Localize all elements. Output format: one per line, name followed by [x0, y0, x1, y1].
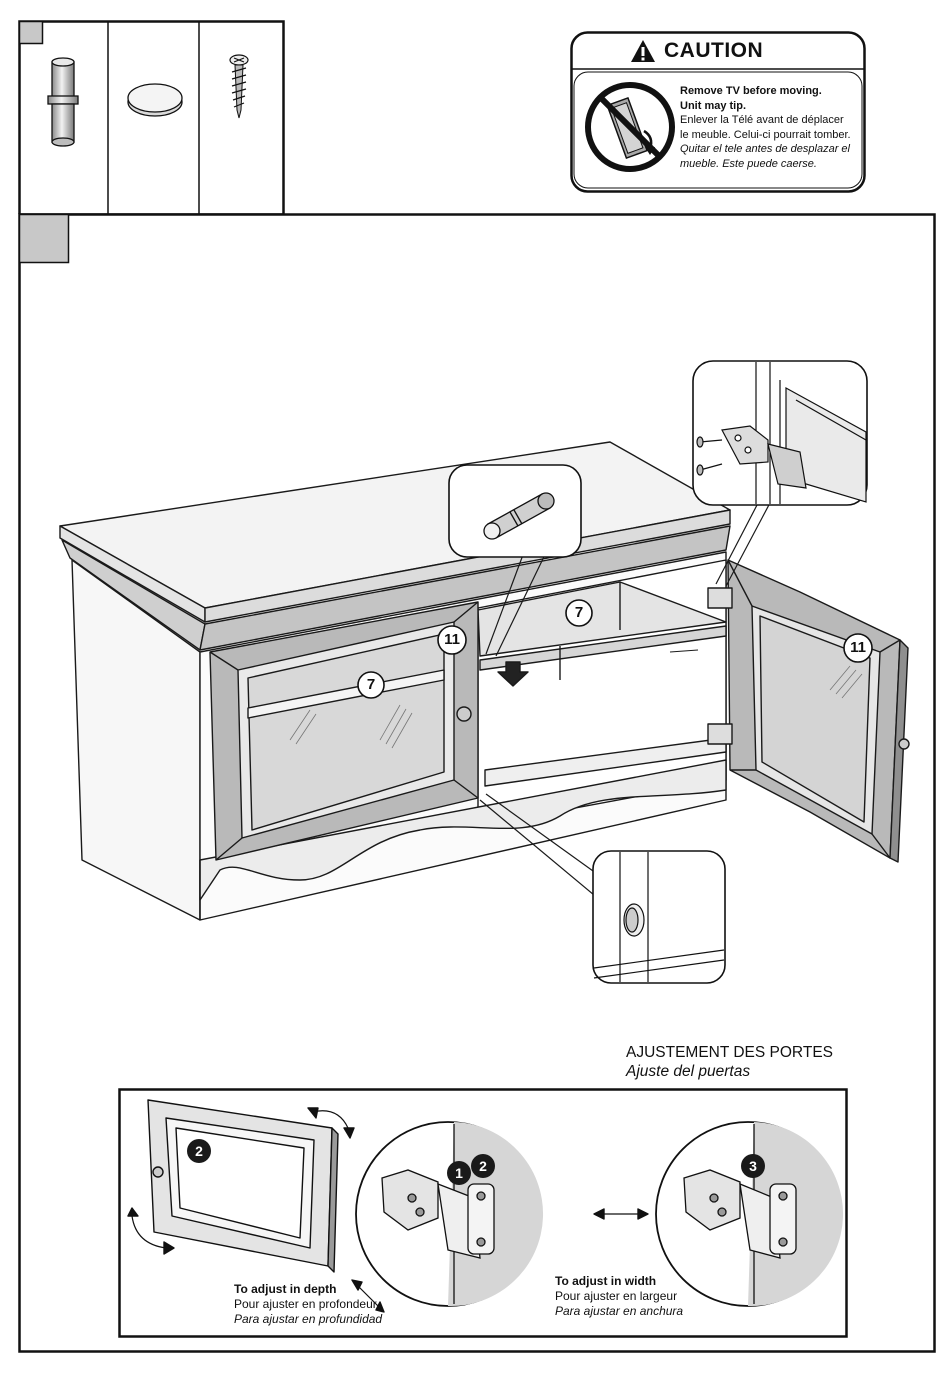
adjust-width-es: Para ajustar en anchura	[555, 1304, 684, 1318]
assembly-step-panel	[18, 213, 936, 1353]
door-adjust-panel	[118, 1088, 848, 1338]
screw-icon	[224, 52, 254, 122]
no-tv-tipping-icon	[582, 79, 678, 175]
zoom-detail-dowel	[448, 464, 582, 558]
caution-title: CAUTION	[664, 39, 764, 62]
adjust-width-en: To adjust in width	[555, 1274, 657, 1288]
callout-door-left: 11	[436, 624, 468, 656]
adjust-heading-fr: AJUSTEMENT DES PORTES	[626, 1044, 833, 1061]
step-number-box	[18, 20, 44, 45]
adjust-depth-fr: Pour ajuster en profondeur	[234, 1297, 377, 1311]
caution-fr-line2: le meuble. Celui-ci pourrait tomber.	[680, 128, 851, 141]
felt-pad-icon	[124, 80, 186, 120]
caution-en-line2: Unit may tip.	[680, 99, 747, 112]
caution-es-line1: Quitar el tele antes de desplazar el	[680, 143, 850, 155]
callout-hinge-screw-1: 1	[446, 1160, 472, 1186]
callout-hinge-screw-2: 2	[470, 1153, 496, 1179]
adjust-depth-en: To adjust in depth	[234, 1282, 337, 1296]
adjust-heading-es: Ajuste del puertas	[626, 1063, 751, 1080]
adjust-width-fr: Pour ajuster en largeur	[555, 1289, 678, 1303]
callout-shelf-right: 7	[564, 598, 594, 628]
caution-en-line1: Remove TV before moving.	[680, 85, 822, 97]
warning-triangle-icon	[630, 39, 656, 63]
caution-text: Remove TV before moving. Unit may tip. E…	[680, 84, 851, 171]
caution-label: CAUTION Remove TV before moving. Unit ma…	[570, 31, 866, 193]
callout-hinge-width-screw: 3	[740, 1153, 766, 1179]
caution-fr-line1: Enlever la Télé avant de déplacer	[680, 114, 844, 126]
caution-es-line2: mueble. Este puede caerse.	[680, 157, 817, 170]
callout-door-right: 11	[842, 632, 874, 664]
callout-shelf-left: 7	[356, 670, 386, 700]
step-number-box	[18, 213, 70, 264]
adjust-depth-es: Para ajustar en profundidad	[234, 1312, 383, 1326]
zoom-detail-hinge	[692, 360, 868, 506]
zoom-detail-door-bumper	[592, 850, 726, 984]
callout-door-adjust: 2	[186, 1138, 212, 1164]
dowel-pin-icon	[44, 56, 84, 150]
adjust-depth-caption: To adjust in depth Pour ajuster en profo…	[234, 1282, 382, 1327]
adjust-width-caption: To adjust in width Pour ajuster en large…	[555, 1274, 683, 1319]
